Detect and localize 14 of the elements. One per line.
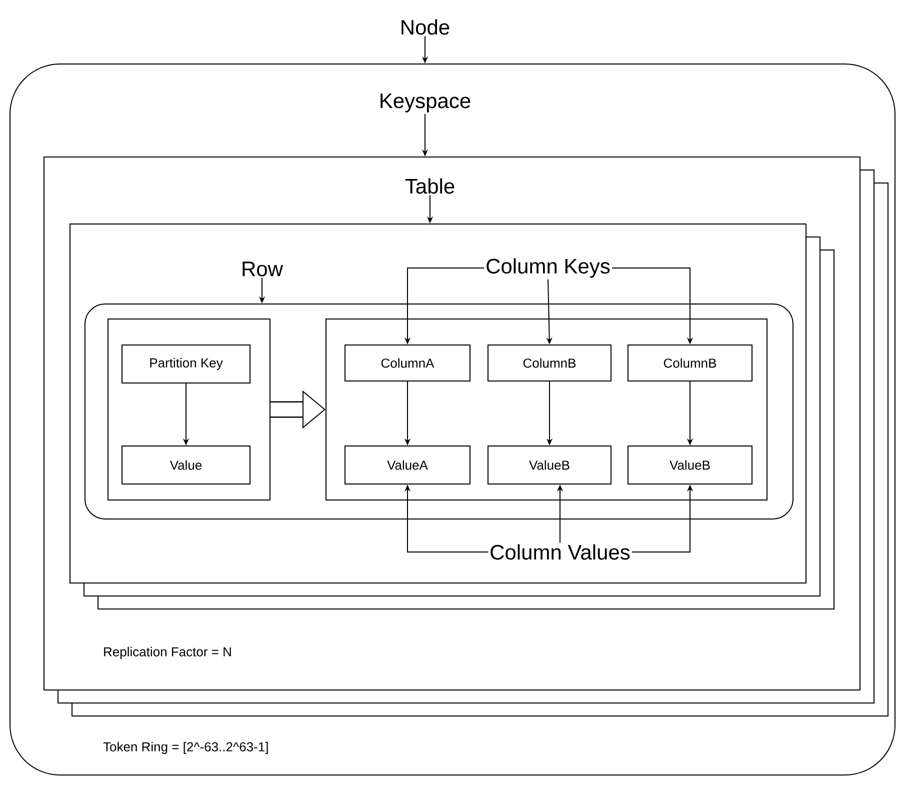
section-label: Keyspace	[380, 94, 470, 112]
value-box: ValueB	[488, 446, 612, 484]
value-box: Value	[122, 446, 250, 484]
section-label: Node	[402, 19, 450, 35]
section-label: Column Keys	[486, 258, 610, 278]
section-label: Row	[242, 262, 284, 276]
column-box: ColumnB	[628, 344, 752, 382]
column-box: ColumnA	[344, 344, 470, 382]
section-label: Table	[405, 178, 454, 194]
column-box: ColumnB	[488, 344, 612, 382]
value-box: ValueB	[628, 446, 752, 484]
section-label: Column Values	[490, 544, 630, 560]
value-box: ValueA	[344, 446, 470, 484]
key-box: Partition Key	[122, 344, 250, 384]
